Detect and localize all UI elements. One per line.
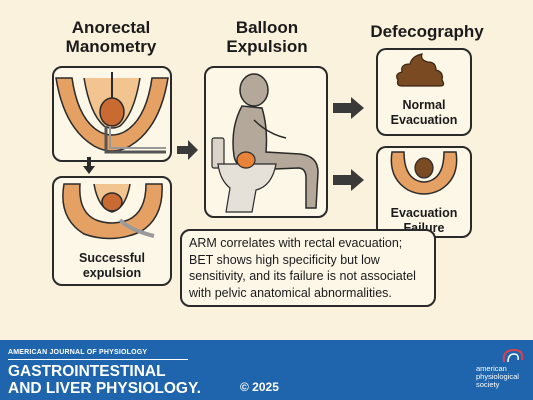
heading-balloon-expulsion: Balloon Expulsion <box>226 18 308 56</box>
manometry-box <box>52 66 172 162</box>
summary-note: ARM correlates with rectal evacuation; B… <box>180 229 436 307</box>
journal-series-label: AMERICAN JOURNAL OF PHYSIOLOGY <box>8 349 148 356</box>
down-arrow-icon <box>83 157 95 174</box>
infographic-panel: Anorectal Manometry Balloon Expulsion De… <box>52 18 484 307</box>
right-arrow-icon <box>333 97 364 119</box>
manometry-illustration <box>55 72 169 154</box>
society-name: american physiological society <box>476 364 519 389</box>
balloon-expulsion-box <box>204 66 328 218</box>
journal-title: GASTROINTESTINAL AND LIVER PHYSIOLOGY. <box>8 363 201 397</box>
successful-expulsion-box: Successful expulsion <box>52 176 172 286</box>
right-arrow-icon <box>177 140 198 160</box>
evacuation-failure-box: Evacuation Failure <box>376 146 472 238</box>
caption-successful-expulsion: Successful expulsion <box>78 251 145 280</box>
seated-figure-illustration <box>211 73 319 213</box>
expulsion-illustration <box>62 183 163 240</box>
heading-anorectal-manometry: Anorectal Manometry <box>65 18 157 56</box>
normal-evacuation-box: Normal Evacuation <box>376 48 472 136</box>
stool-icon <box>396 53 445 87</box>
footer-divider <box>8 359 188 360</box>
right-arrow-icon <box>333 169 364 191</box>
copyright-text: © 2025 <box>240 380 279 394</box>
caption-normal-evacuation: Normal Evacuation <box>390 98 458 127</box>
heading-defecography: Defecography <box>370 22 484 41</box>
journal-footer: AMERICAN JOURNAL OF PHYSIOLOGY GASTROINT… <box>0 340 533 400</box>
journal-title-line1: GASTROINTESTINAL <box>8 363 166 380</box>
failure-illustration <box>390 151 458 195</box>
journal-title-line2: AND LIVER PHYSIOLOGY. <box>8 380 201 397</box>
society-logo-icon <box>502 348 524 363</box>
